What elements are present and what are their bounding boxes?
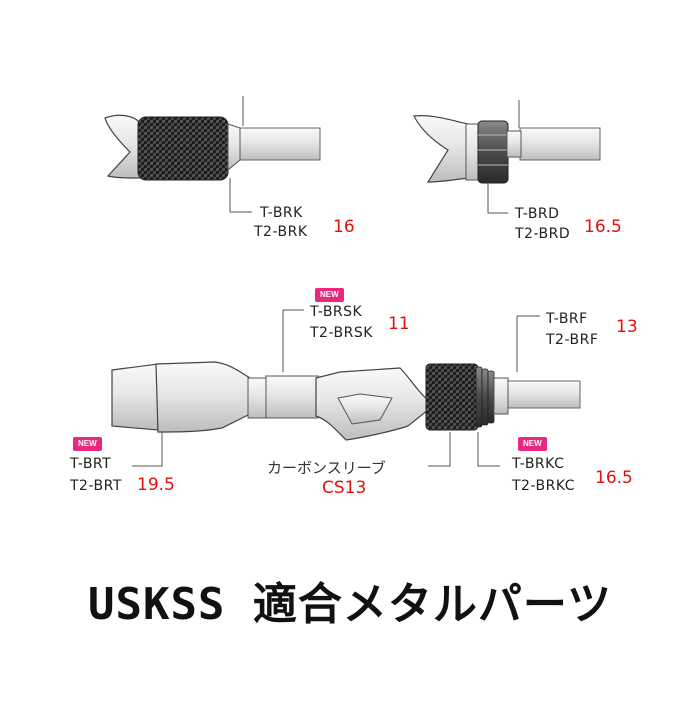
brd-code2: T2-BRD	[515, 226, 571, 242]
brt-new-badge: NEW	[73, 437, 102, 451]
brt-code1: T-BRT	[70, 456, 112, 472]
brkc-code1: T-BRKC	[512, 456, 565, 472]
brd-size: 16.5	[584, 217, 622, 237]
brt-size: 19.5	[137, 475, 175, 495]
assembly-illustration	[111, 309, 581, 467]
sleeve-size: CS13	[322, 478, 367, 498]
brk-code2: T2-BRK	[254, 224, 308, 240]
brkc-code2: T2-BRKC	[512, 478, 576, 494]
brd-code1: T-BRD	[515, 206, 560, 222]
brk-illustration	[104, 96, 321, 213]
brkc-size: 16.5	[595, 468, 633, 488]
brsk-code1: T-BRSK	[310, 304, 363, 320]
page-title: USKSS 適合メタルパーツ	[87, 579, 613, 630]
brk-size: 16	[333, 217, 355, 237]
sleeve-label: カーボンスリーブ	[267, 459, 386, 477]
brsk-code2: T2-BRSK	[310, 325, 373, 341]
brk-code1: T-BRK	[260, 205, 303, 221]
brt-code2: T2-BRT	[70, 478, 122, 494]
brsk-new-badge: NEW	[315, 288, 344, 302]
brsk-size: 11	[388, 314, 410, 334]
brf-code2: T2-BRF	[546, 332, 599, 348]
brf-code1: T-BRF	[546, 311, 588, 327]
brkc-new-badge: NEW	[518, 437, 547, 451]
brd-illustration	[413, 100, 601, 214]
brf-size: 13	[616, 317, 638, 337]
